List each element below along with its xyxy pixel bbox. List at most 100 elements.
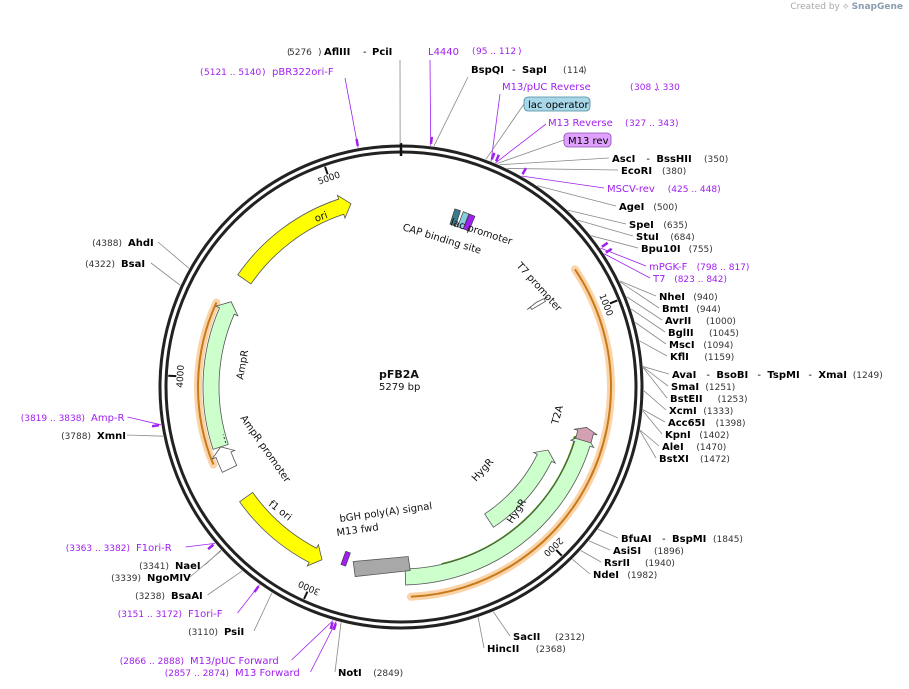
feature-arrow-t7-promoter[interactable]	[526, 296, 548, 311]
feature-arrow-ampr[interactable]	[202, 301, 239, 450]
lac-operator-text[interactable]: lac operator	[528, 100, 589, 111]
site-name[interactable]: PsiI	[224, 627, 244, 638]
leader-line	[495, 123, 547, 164]
site-name[interactable]: AsiSI	[613, 546, 641, 557]
feature-arrow-t2a[interactable]	[573, 427, 598, 444]
site-name[interactable]: AvaI	[672, 370, 696, 381]
site-name[interactable]: BspQI	[471, 65, 504, 76]
leader-line	[207, 570, 243, 596]
site-name[interactable]: SpeI	[629, 220, 654, 231]
site-name[interactable]: M13 Forward	[235, 668, 300, 679]
site-pos: (350)	[704, 155, 728, 165]
site-name[interactable]: BglII	[668, 328, 694, 339]
site-name[interactable]: AgeI	[619, 202, 644, 213]
site-name[interactable]: KpnI	[665, 430, 691, 441]
site-pos: 114	[567, 66, 584, 76]
site-name[interactable]: MscI	[669, 340, 695, 351]
primer-name[interactable]: L4440	[428, 47, 459, 58]
site-name[interactable]: NheI	[659, 292, 685, 303]
orf-orange-line-left	[197, 302, 218, 465]
site-name[interactable]: T7	[652, 274, 665, 285]
leader-line	[567, 209, 627, 225]
site-sep: -	[757, 370, 761, 381]
primer-name[interactable]: M13 Reverse	[548, 118, 613, 129]
site-name[interactable]: RsrII	[604, 558, 630, 569]
site-name[interactable]: TspMI	[767, 370, 799, 381]
primer-tick	[490, 152, 496, 160]
site-pos: (3339)	[111, 574, 141, 584]
site-name[interactable]: F1ori-R	[136, 543, 172, 554]
site-name[interactable]: XmaI	[818, 370, 847, 381]
m13-fwd-label: M13 fwd	[336, 522, 380, 539]
site-name[interactable]: NgoMIV	[147, 573, 191, 584]
feature-arrow-hygr2[interactable]	[404, 433, 595, 586]
primer-tick	[521, 167, 528, 175]
site-label-mpgkf: mPGK-F(798 .. 817)	[649, 262, 749, 273]
orf-orange-line-right	[410, 268, 612, 598]
feature-arrow-ampr-promoter[interactable]	[211, 446, 238, 473]
site-name[interactable]: BstXI	[659, 454, 689, 465]
tick-mark-1000	[609, 299, 618, 305]
watermark-prefix: Created by	[790, 2, 840, 12]
site-name[interactable]: mPGK-F	[649, 262, 688, 273]
site-label-xmni: XmnI(3788)	[61, 431, 126, 442]
site-pos: (1472)	[700, 455, 730, 465]
site-name[interactable]: NaeI	[175, 561, 201, 572]
site-name[interactable]: EcoRI	[621, 166, 652, 177]
site-name[interactable]: SapI	[522, 65, 547, 76]
site-name[interactable]: NdeI	[593, 570, 619, 581]
site-name[interactable]: BstEII	[670, 394, 703, 405]
t2a-label: T2A	[550, 404, 566, 427]
site-name[interactable]: AvrII	[665, 316, 691, 327]
site-name[interactable]: MSCV-rev	[607, 184, 655, 195]
site-label-stui: StuI(684)	[636, 232, 695, 243]
site-name[interactable]: F1ori-F	[188, 609, 223, 620]
site-name[interactable]: AflIII	[324, 47, 350, 58]
lac-operator-glyph	[457, 211, 470, 230]
site-name[interactable]: XmnI	[97, 431, 126, 442]
site-label-ndei: NdeI(1982)	[593, 570, 657, 581]
primer-name[interactable]: M13/pUC Reverse	[502, 82, 591, 93]
site-name[interactable]: XcmI	[669, 406, 697, 417]
ori-label: ori	[313, 210, 329, 225]
m13-rev-text[interactable]: M13 rev	[568, 136, 609, 147]
site-name[interactable]: BsaI	[121, 259, 145, 270]
leader-line	[630, 308, 666, 333]
bgh-polya-box[interactable]	[352, 556, 411, 577]
site-pos: (500)	[653, 203, 677, 213]
left-labels: SacII(2312)HincII(2368)NotI(2849)M13 For…	[21, 238, 585, 679]
feature-arrow-ori[interactable]	[237, 194, 352, 285]
site-label-avrii: AvrII(1000)	[665, 316, 736, 327]
site-name[interactable]: BsoBI	[716, 370, 748, 381]
site-name[interactable]: M13/pUC Forward	[190, 656, 279, 667]
site-name[interactable]: AleI	[662, 442, 684, 453]
site-name[interactable]: KflI	[670, 352, 689, 363]
site-name[interactable]: BmtI	[662, 304, 689, 315]
feature-arrow-hygr1[interactable]	[484, 449, 557, 528]
label-m13-reverse: M13 Reverse ( 327 .. 343 )	[548, 118, 679, 129]
site-name[interactable]: BfuAI	[621, 534, 652, 545]
primer-name[interactable]: pBR322ori-F	[272, 67, 334, 78]
site-name[interactable]: StuI	[636, 232, 659, 243]
site-pos: (3110)	[188, 628, 218, 638]
feature-arrow-f1-ori[interactable]	[239, 491, 323, 567]
site-name[interactable]: BspMI	[672, 534, 706, 545]
site-name[interactable]: HincII	[487, 644, 519, 655]
site-name[interactable]: Acc65I	[668, 418, 705, 429]
site-name[interactable]: BssHII	[656, 154, 691, 165]
site-name[interactable]: AhdI	[128, 238, 154, 249]
site-name[interactable]: SmaI	[671, 382, 699, 393]
site-pos: (940)	[693, 293, 717, 303]
site-name[interactable]: AscI	[612, 154, 635, 165]
leader-line	[639, 340, 668, 357]
site-name[interactable]: NotI	[338, 668, 362, 679]
site-name[interactable]: Bpu10I	[641, 244, 681, 255]
site-name[interactable]: BsaAI	[171, 591, 203, 602]
site-label-f1orif: F1ori-F(3151 .. 3172)	[118, 609, 223, 620]
site-name[interactable]: PciI	[372, 47, 392, 58]
leader-line	[157, 241, 190, 269]
site-name[interactable]: SacII	[513, 632, 540, 643]
site-label-m13pucforward: M13/pUC Forward(2866 .. 2888)	[120, 656, 279, 667]
site-name[interactable]: Amp-R	[91, 413, 125, 424]
